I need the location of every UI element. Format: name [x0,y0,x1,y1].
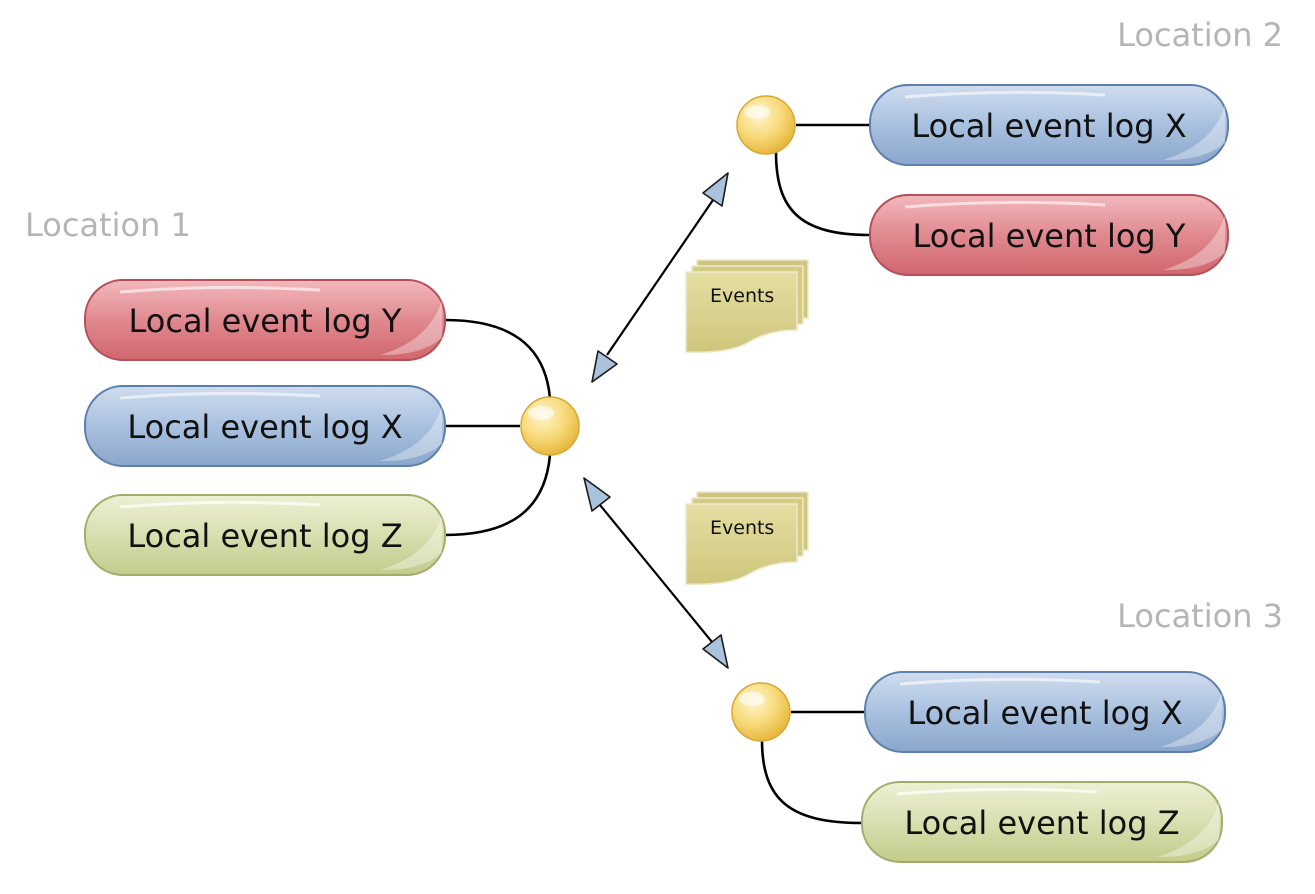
events-label-top: Events [710,285,774,307]
loc2-log-y-label: Local event log Y [913,217,1186,255]
wire-loc3-log-z [760,739,863,825]
arrow-head-loc3-end [702,634,729,669]
arrow-head-loc1-end [591,350,618,383]
arrow-head-loc2-end [702,172,729,207]
arrow-head-loc1-end-2 [583,477,611,512]
events-label-bottom: Events [710,517,774,539]
loc2-hub-node [736,95,796,155]
loc1-log-y-label: Local event log Y [129,302,402,340]
loc1-log-x-label: Local event log X [127,408,402,446]
loc3-log-x-label: Local event log X [907,694,1182,732]
location-3-label: Location 3 [1117,597,1283,635]
loc1-log-z-label: Local event log Z [127,517,402,555]
location-2-label: Location 2 [1117,16,1283,54]
loc1-log-y: Local event log Y [84,279,446,361]
loc3-log-x: Local event log X [864,671,1226,753]
location-1-label: Location 1 [25,206,191,244]
loc3-log-z-label: Local event log Z [904,804,1179,842]
loc2-log-y: Local event log Y [869,194,1229,276]
connectors [444,123,871,825]
events-document-top: Events [685,259,809,354]
loc2-log-x: Local event log X [869,84,1229,166]
loc1-log-x: Local event log X [84,385,446,467]
events-document-bottom: Events [685,491,809,586]
wire-loc1-log-z [444,454,552,537]
loc1-log-z: Local event log Z [84,494,446,576]
wire-loc1-log-y [444,318,552,399]
loc3-hub-node [731,682,791,742]
sync-arrow-loc1-loc3 [583,477,729,669]
loc3-log-z: Local event log Z [861,781,1223,863]
sync-arrow-loc1-loc2 [591,172,729,383]
loc1-hub-node [520,396,580,456]
loc2-log-x-label: Local event log X [911,107,1186,145]
wire-loc2-log-y [774,151,871,237]
